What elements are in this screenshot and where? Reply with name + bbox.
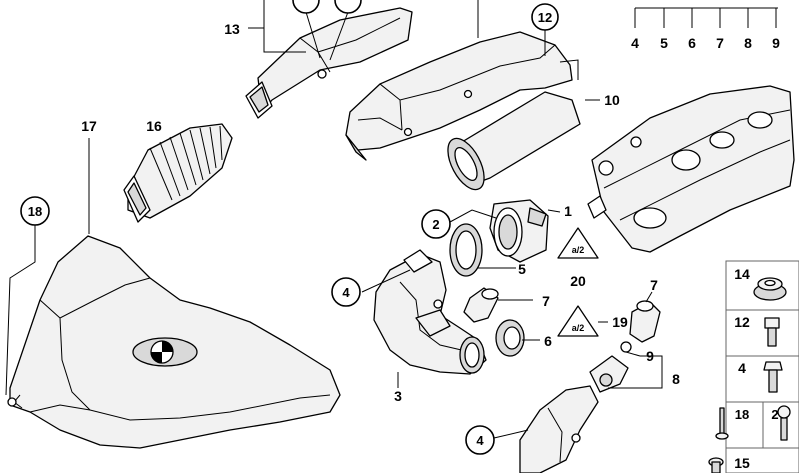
side-panel-label: 12 [734,314,750,330]
side-panel-label: 2 [771,407,778,422]
callout-19: 19 [612,314,628,330]
callout-20: 20 [570,273,586,289]
callout-7-middle: 7 [542,293,550,309]
grommet-part [495,319,525,357]
seal-ring-part [449,223,483,277]
callout-2-text: 2 [432,217,439,232]
callout-13: 13 [224,21,240,37]
callout-8: 8 [672,371,680,387]
callout-18: 18 [20,196,50,226]
callout-9-text: 9 [646,348,654,364]
callout-7-middle-text: 7 [542,293,550,309]
intake-duct-part [245,7,413,119]
callout-13-text: 13 [224,21,240,37]
callout-2: 2 [421,209,451,239]
top-group-label: 4 [631,35,639,51]
side-panel-item-2: 2 [762,401,799,449]
callout-circle-a [292,0,320,14]
side-panel: 14 12 4 18 2 [708,260,799,473]
callout-17-text: 17 [81,118,97,134]
side-panel-label: 14 [734,266,750,282]
callout-7-right: 7 [650,277,658,293]
callout-4-upper-text: 4 [342,285,350,300]
callout-4-lower: 4 [465,425,495,455]
top-group-labels: 4 5 6 7 8 9 [631,35,780,51]
top-group-label: 6 [688,35,696,51]
callout-7-right-text: 7 [650,277,658,293]
svg-text:a/2: a/2 [572,323,585,333]
callout-10: 10 [604,92,620,108]
callout-10-text: 10 [604,92,620,108]
side-panel-label: 4 [738,360,746,376]
callout-12: 12 [531,3,559,31]
callout-3-text: 3 [394,388,402,404]
check-valve-assembly-part [589,300,661,393]
warning-symbol-19: a/2 [557,305,599,337]
callout-4-lower-text: 4 [476,433,484,448]
callout-19-text: 19 [612,314,628,330]
lower-intake-pipe-part [519,385,599,473]
callout-8-text: 8 [672,371,680,387]
side-panel-label: 15 [734,455,750,471]
callout-1-text: 1 [564,203,572,219]
hose-connector-part [463,287,499,323]
callout-4-upper: 4 [331,277,361,307]
top-group-label: 5 [660,35,668,51]
side-panel-item-14: 14 [725,260,799,311]
callout-16: 16 [146,118,162,134]
callout-17: 17 [81,118,97,134]
bellows-tube-part [123,123,233,223]
callout-3: 3 [394,388,402,404]
side-panel-label: 18 [735,407,749,422]
intake-pipe-part [373,249,487,375]
callout-5: 5 [518,261,526,277]
top-group-label: 7 [716,35,724,51]
callout-6: 6 [544,333,552,349]
engine-cover-part [7,235,341,449]
air-cleaner-housing-part [345,31,579,161]
callout-9: 9 [646,348,654,364]
callout-16-text: 16 [146,118,162,134]
callout-18-text: 18 [28,204,42,219]
air-mass-meter-part [489,199,549,263]
svg-text:a/2: a/2 [572,245,585,255]
side-panel-item-12: 12 [725,309,799,357]
callout-20-text: 20 [570,273,586,289]
callout-5-text: 5 [518,261,526,277]
top-group-label: 9 [772,35,780,51]
top-group-label: 8 [744,35,752,51]
side-panel-item-4: 4 [725,355,799,403]
callout-1: 1 [564,203,572,219]
leader-lines [5,0,778,439]
callout-circle-b [334,0,362,14]
side-panel-item-15: 15 [708,447,799,473]
side-panel-item-18: 18 [715,401,764,449]
warning-symbol-20: a/2 [557,227,599,259]
cylinder-head-cover-part [587,85,795,253]
air-filter-element-part [447,91,581,191]
callout-12-text: 12 [538,10,552,25]
callout-6-text: 6 [544,333,552,349]
